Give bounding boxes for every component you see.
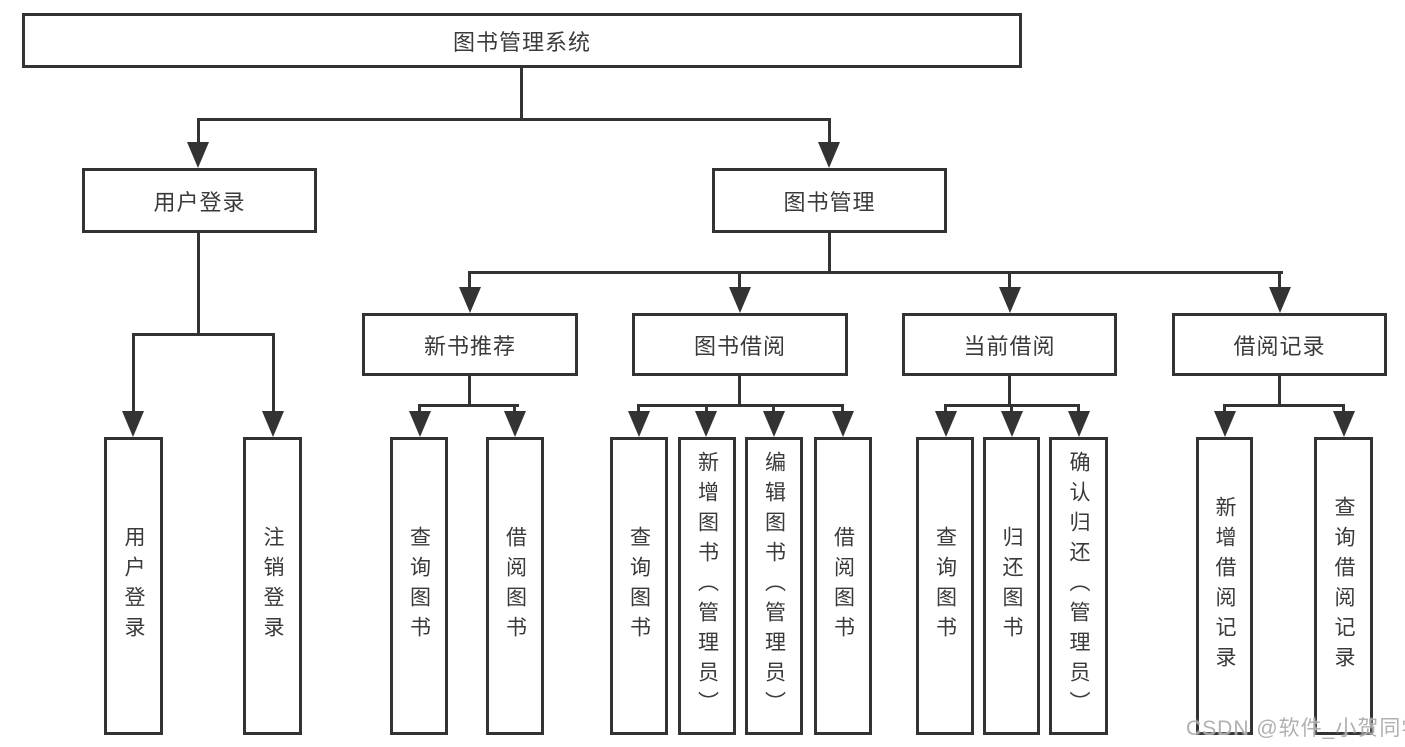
arrowhead: [1001, 411, 1023, 437]
arrowhead: [832, 411, 854, 437]
connector: [1008, 271, 1011, 289]
arrowhead: [459, 287, 481, 313]
node-root: 图书管理系统: [22, 13, 1022, 68]
connector: [1223, 404, 1344, 407]
arrowhead: [262, 411, 284, 437]
node-root-label: 图书管理系统: [452, 29, 591, 55]
connector: [513, 404, 516, 414]
leaf-label: 查询图书: [627, 526, 651, 646]
leaf-label: 新增借阅记录: [1213, 496, 1237, 676]
leaf-label: 用户登录: [122, 526, 146, 646]
connector: [637, 404, 844, 407]
arrowhead: [935, 411, 957, 437]
connector: [418, 404, 421, 414]
leaf-query-books-current: 查询图书: [916, 437, 974, 735]
connector: [1077, 404, 1080, 414]
arrowhead: [504, 411, 526, 437]
arrowhead: [1068, 411, 1090, 437]
arrowhead: [628, 411, 650, 437]
leaf-edit-books-admin: 编辑图书（管理员）: [745, 437, 803, 735]
leaf-return-books: 归还图书: [983, 437, 1040, 735]
node-book-borrow: 图书借阅: [632, 313, 848, 376]
node-new-book-recommend: 新书推荐: [362, 313, 578, 376]
node-label: 新书推荐: [423, 333, 516, 359]
connector: [772, 404, 775, 414]
connector: [738, 376, 741, 407]
leaf-borrow-books: 借阅图书: [814, 437, 872, 735]
connector: [828, 233, 831, 273]
arrowhead: [1333, 411, 1355, 437]
node-label: 图书借阅: [693, 333, 786, 359]
leaf-add-books-admin: 新增图书（管理员）: [678, 437, 736, 735]
leaf-label: 借阅图书: [503, 526, 527, 646]
leaf-query-books-borrow: 查询图书: [610, 437, 668, 735]
arrowhead: [409, 411, 431, 437]
connector: [197, 118, 200, 144]
node-book-management: 图书管理: [712, 168, 947, 233]
connector: [132, 333, 275, 336]
connector: [1010, 404, 1013, 414]
leaf-label: 查询图书: [933, 526, 957, 646]
leaf-label: 编辑图书（管理员）: [762, 451, 786, 721]
connector: [1278, 271, 1281, 289]
connector: [1223, 404, 1226, 414]
node-label: 借阅记录: [1233, 333, 1326, 359]
leaf-confirm-return-admin: 确认归还（管理员）: [1049, 437, 1108, 735]
node-current-borrow: 当前借阅: [902, 313, 1117, 376]
connector: [418, 404, 519, 407]
connector: [944, 404, 947, 414]
leaf-query-borrow-record: 查询借阅记录: [1314, 437, 1373, 735]
leaf-label: 查询图书: [407, 526, 431, 646]
leaf-user-login: 用户登录: [104, 437, 163, 735]
leaf-label: 借阅图书: [831, 526, 855, 646]
arrowhead: [187, 142, 209, 168]
leaf-label: 新增图书（管理员）: [695, 451, 719, 721]
arrowhead: [999, 287, 1021, 313]
leaf-label: 注销登录: [261, 526, 285, 646]
connector: [1278, 376, 1281, 407]
arrowhead: [122, 411, 144, 437]
connector: [738, 271, 741, 289]
leaf-label: 确认归还（管理员）: [1067, 451, 1091, 721]
leaf-label: 归还图书: [1000, 526, 1024, 646]
arrowhead: [729, 287, 751, 313]
connector: [828, 118, 831, 144]
arrowhead: [1269, 287, 1291, 313]
node-label: 用户登录: [153, 189, 246, 215]
arrowhead: [763, 411, 785, 437]
leaf-query-books-recommend: 查询图书: [390, 437, 448, 735]
connector: [197, 118, 831, 121]
connector: [468, 271, 471, 289]
connector: [841, 404, 844, 414]
node-borrow-records: 借阅记录: [1172, 313, 1387, 376]
connector: [132, 333, 135, 413]
arrowhead: [818, 142, 840, 168]
connector: [705, 404, 708, 414]
connector: [197, 233, 200, 336]
node-label: 图书管理: [783, 189, 876, 215]
arrowhead: [1214, 411, 1236, 437]
connector: [637, 404, 640, 414]
leaf-logout: 注销登录: [243, 437, 302, 735]
node-user-login: 用户登录: [82, 168, 317, 233]
arrowhead: [695, 411, 717, 437]
connector: [468, 376, 471, 407]
node-label: 当前借阅: [963, 333, 1056, 359]
connector: [272, 333, 275, 413]
connector: [1342, 404, 1345, 414]
leaf-borrow-books-recommend: 借阅图书: [486, 437, 544, 735]
connector: [1008, 376, 1011, 407]
connector: [468, 271, 1283, 274]
connector: [520, 68, 523, 118]
leaf-label: 查询借阅记录: [1332, 496, 1356, 676]
leaf-add-borrow-record: 新增借阅记录: [1196, 437, 1253, 735]
watermark: CSDN @软件_小贺同学: [1186, 717, 1405, 740]
